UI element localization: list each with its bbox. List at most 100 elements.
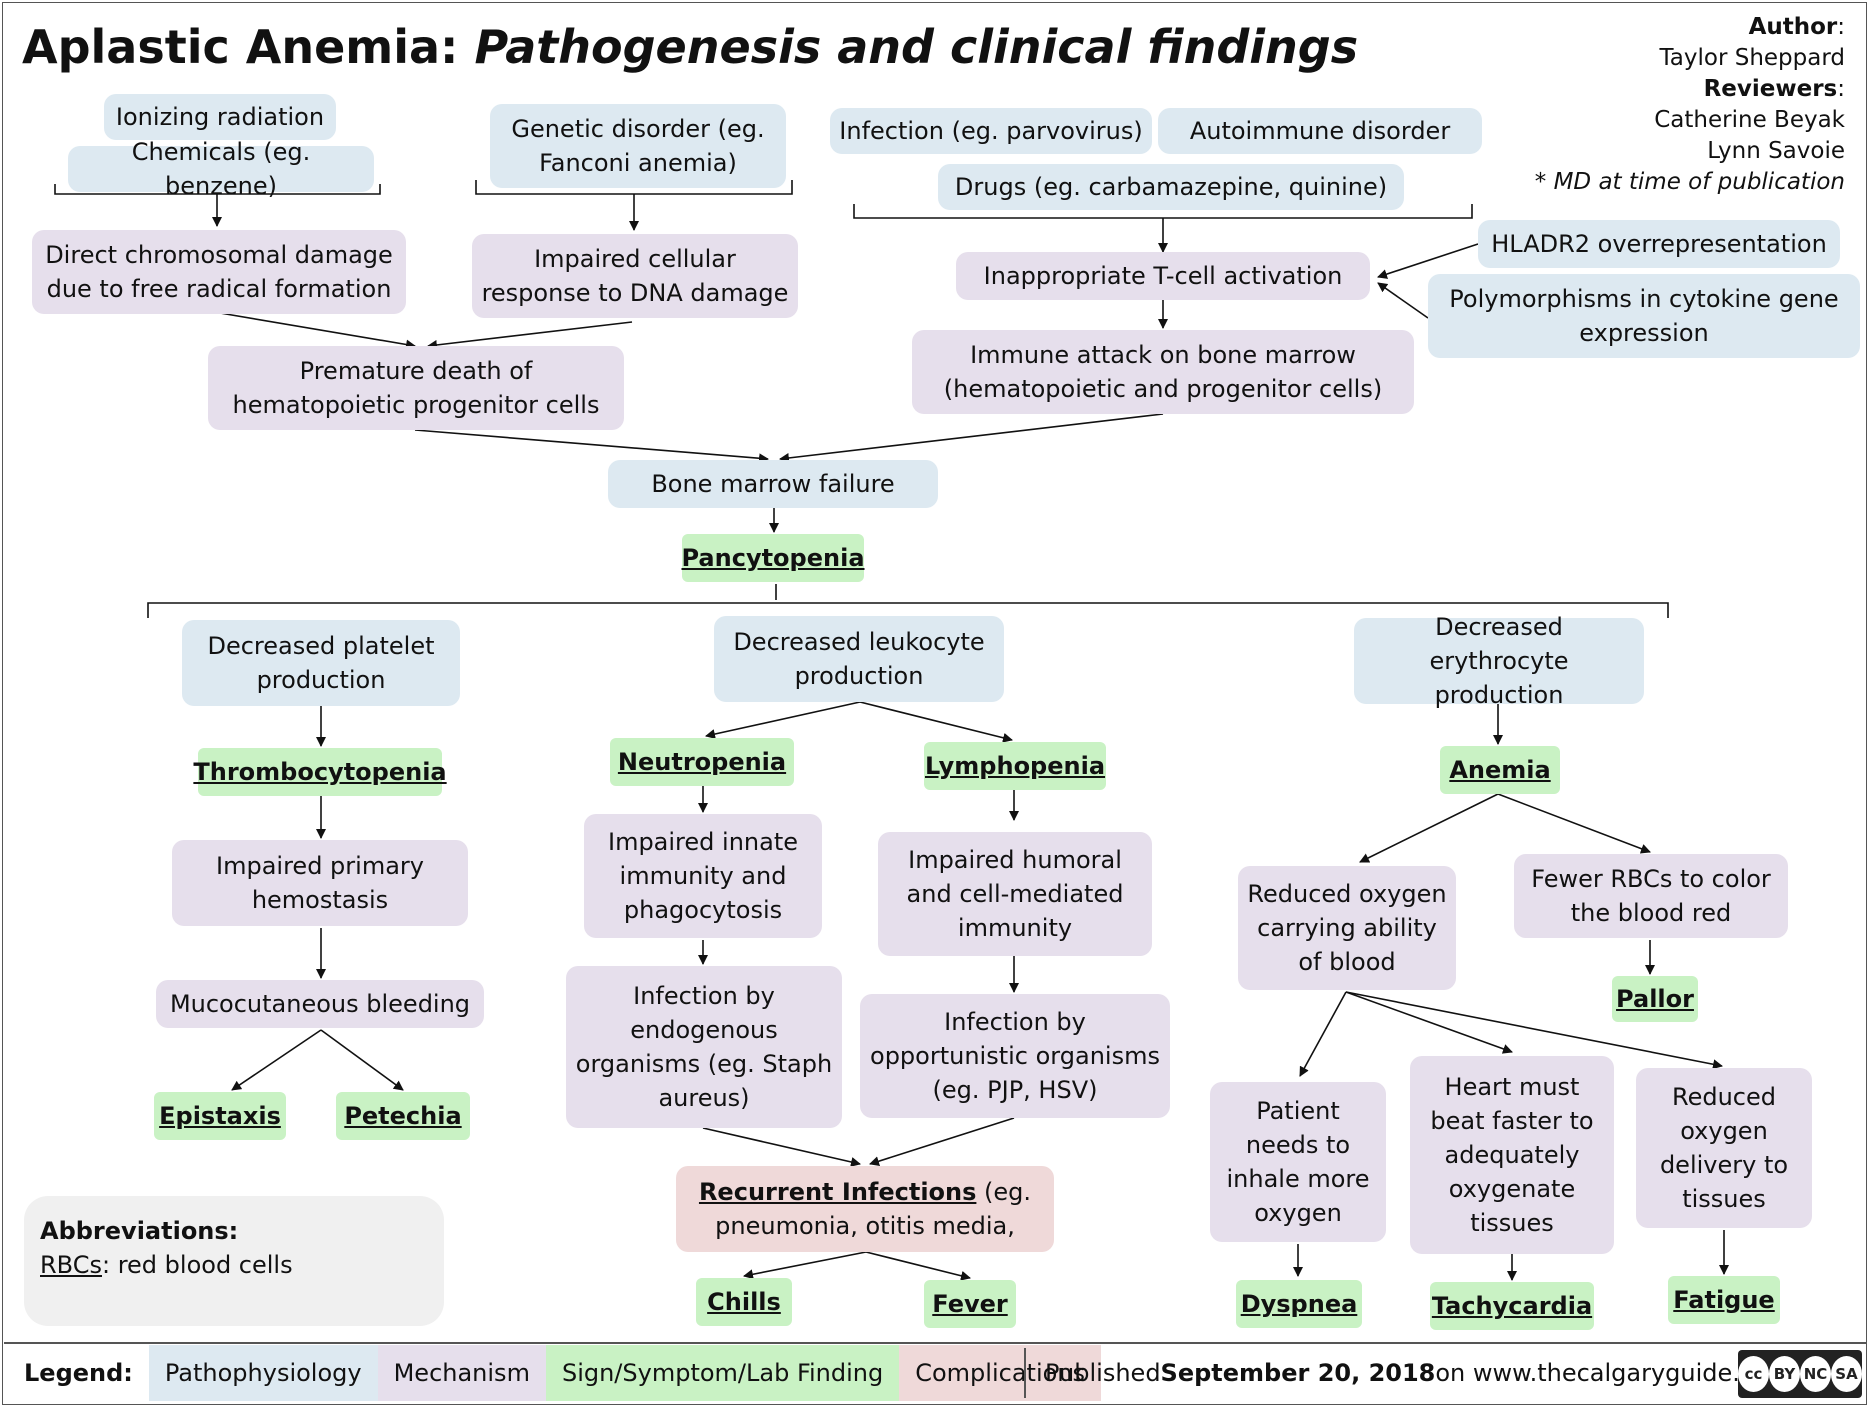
node-label: Autoimmune disorder	[1189, 117, 1451, 145]
node-immune-attack: Immune attack on bone marrow (hematopoie…	[912, 330, 1414, 414]
title-main: Aplastic Anemia:	[22, 20, 459, 74]
abbreviations-heading: Abbreviations:	[40, 1217, 239, 1245]
node-pallor: Pallor	[1612, 976, 1698, 1022]
node-lymphopenia: Lymphopenia	[924, 742, 1106, 790]
legend-mechanism: Mechanism	[377, 1345, 546, 1401]
node-label: Ionizing radiation	[115, 103, 325, 131]
node-label: Infection by opportunistic organisms (eg…	[870, 1008, 1160, 1104]
node-polymorphisms: Polymorphisms in cytokine gene expressio…	[1428, 274, 1860, 358]
creative-commons-badge: cc BY NC SA	[1738, 1350, 1862, 1398]
nc-icon: NC	[1800, 1356, 1831, 1392]
node-epistaxis: Epistaxis	[154, 1092, 286, 1140]
published-prefix: Published	[1045, 1359, 1161, 1387]
node-label: Fever	[932, 1290, 1008, 1318]
node-label: Inappropriate T-cell activation	[983, 262, 1343, 290]
node-bone-marrow-failure: Bone marrow failure	[608, 460, 938, 508]
node-label: Bone marrow failure	[651, 470, 895, 498]
node-label: Lymphopenia	[924, 752, 1106, 780]
node-pancytopenia: Pancytopenia	[681, 534, 865, 582]
reviewer-2: Lynn Savoie	[1707, 138, 1845, 164]
node-label: Impaired humoral and cell-mediated immun…	[906, 846, 1124, 942]
node-label: Premature death of hematopoietic progeni…	[232, 357, 600, 419]
reviewers-label: Reviewers	[1703, 76, 1838, 102]
abbreviation-term: RBCs	[40, 1251, 102, 1279]
legend-separator	[1024, 1348, 1026, 1398]
abbreviation-definition: : red blood cells	[101, 1251, 293, 1279]
node-label: Thrombocytopenia	[193, 758, 447, 786]
node-label: Fewer RBCs to color the blood red	[1531, 865, 1771, 927]
node-label: Impaired innate immunity and phagocytosi…	[607, 828, 798, 924]
node-infection-endogenous: Infection by endogenous organisms (eg. S…	[566, 966, 842, 1128]
node-impaired-humoral-immunity: Impaired humoral and cell-mediated immun…	[878, 832, 1152, 956]
author-label: Author	[1748, 14, 1838, 40]
recurrent-infections-detail: (eg. pneumonia, otitis media,	[715, 1178, 1032, 1240]
author-note: * MD at time of publication	[1534, 169, 1845, 195]
node-premature-death: Premature death of hematopoietic progeni…	[208, 346, 624, 430]
author-name: Taylor Sheppard	[1659, 45, 1845, 71]
node-hladr2: HLADR2 overrepresentation	[1478, 220, 1840, 268]
node-label: Epistaxis	[159, 1102, 281, 1130]
legend: Legend: Pathophysiology Mechanism Sign/S…	[8, 1345, 1102, 1401]
node-label: Impaired cellular response to DNA damage	[481, 245, 789, 307]
node-label: Patient needs to inhale more oxygen	[1226, 1097, 1370, 1227]
legend-label: Legend:	[24, 1359, 133, 1387]
node-decreased-erythrocyte: Decreased erythrocyte production	[1354, 613, 1644, 709]
node-label: Polymorphisms in cytokine gene expressio…	[1449, 285, 1839, 347]
node-fever: Fever	[924, 1280, 1016, 1328]
node-impaired-dna-response: Impaired cellular response to DNA damage	[472, 234, 798, 318]
node-reduced-oxygen-carrying: Reduced oxygen carrying ability of blood	[1238, 866, 1456, 990]
node-chills: Chills	[696, 1278, 792, 1326]
node-impaired-innate-immunity: Impaired innate immunity and phagocytosi…	[584, 814, 822, 938]
node-autoimmune-disorder: Autoimmune disorder	[1158, 108, 1482, 154]
node-label: HLADR2 overrepresentation	[1491, 230, 1827, 258]
node-label: Infection by endogenous organisms (eg. S…	[575, 982, 833, 1112]
node-heart-beat-faster: Heart must beat faster to adequately oxy…	[1410, 1056, 1614, 1254]
page-title: Aplastic Anemia: Pathogenesis and clinic…	[22, 20, 1358, 74]
recurrent-infections-title: Recurrent Infections	[698, 1178, 977, 1206]
node-label: Genetic disorder (eg. Fanconi anemia)	[511, 115, 765, 177]
node-label: Immune attack on bone marrow (hematopoie…	[943, 341, 1383, 403]
node-label: Heart must beat faster to adequately oxy…	[1430, 1073, 1594, 1237]
reviewer-1: Catherine Beyak	[1654, 107, 1845, 133]
node-reduced-oxygen-delivery: Reduced oxygen delivery to tissues	[1636, 1068, 1812, 1228]
node-tcell-activation: Inappropriate T-cell activation	[956, 252, 1370, 300]
node-label: Decreased leukocyte production	[733, 628, 985, 690]
published-info: Published September 20, 2018 on www.thec…	[1045, 1345, 1791, 1401]
node-label: Direct chromosomal damage due to free ra…	[45, 241, 393, 303]
node-label: Pancytopenia	[681, 544, 865, 572]
node-label: Mucocutaneous bleeding	[169, 990, 471, 1018]
cc-icon: cc	[1738, 1356, 1769, 1392]
node-ionizing-radiation: Ionizing radiation	[104, 94, 336, 140]
node-label: Pallor	[1616, 985, 1694, 1013]
legend-complications: Complications	[899, 1345, 1102, 1401]
node-label: Infection (eg. parvovirus)	[839, 117, 1143, 145]
node-decreased-leukocyte: Decreased leukocyte production	[714, 616, 1004, 702]
node-petechia: Petechia	[336, 1092, 470, 1140]
node-decreased-platelet: Decreased platelet production	[182, 620, 460, 706]
node-label: Anemia	[1449, 756, 1551, 784]
legend-sign-symptom: Sign/Symptom/Lab Finding	[545, 1345, 900, 1401]
node-drugs: Drugs (eg. carbamazepine, quinine)	[938, 164, 1404, 210]
node-dyspnea: Dyspnea	[1236, 1280, 1362, 1328]
published-date: September 20, 2018	[1160, 1359, 1436, 1387]
node-mucocutaneous-bleeding: Mucocutaneous bleeding	[156, 980, 484, 1028]
node-label: Decreased platelet production	[207, 632, 435, 694]
node-label: Drugs (eg. carbamazepine, quinine)	[954, 173, 1388, 201]
node-label: Neutropenia	[617, 748, 787, 776]
node-label: Petechia	[344, 1102, 462, 1130]
abbreviations-panel: Abbreviations: RBCs: red blood cells	[24, 1196, 444, 1326]
published-site: on www.thecalgaryguide.com	[1435, 1359, 1792, 1387]
node-infection-opportunistic: Infection by opportunistic organisms (eg…	[860, 994, 1170, 1118]
footer-divider	[4, 1342, 1866, 1344]
node-label: Chills	[707, 1288, 781, 1316]
node-label: Dyspnea	[1240, 1290, 1358, 1318]
title-sub: Pathogenesis and clinical findings	[474, 20, 1359, 74]
node-impaired-primary-hemostasis: Impaired primary hemostasis	[172, 840, 468, 926]
node-label: Chemicals (eg. benzene)	[131, 138, 311, 200]
node-anemia: Anemia	[1440, 746, 1560, 794]
node-neutropenia: Neutropenia	[610, 738, 794, 786]
node-chemicals: Chemicals (eg. benzene)	[68, 138, 374, 200]
node-direct-chromosomal-damage: Direct chromosomal damage due to free ra…	[32, 230, 406, 314]
